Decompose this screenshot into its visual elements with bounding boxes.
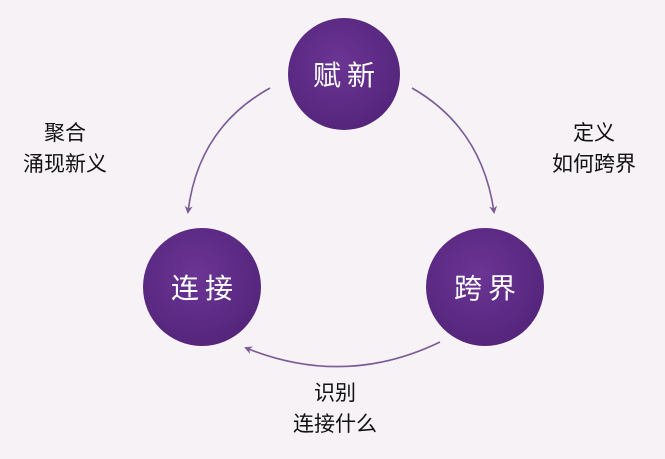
- label-aggregate-line-2: 涌现新义: [23, 152, 107, 176]
- arrow-top-to-right: [411, 87, 498, 214]
- label-define-line-1: 定义: [573, 121, 615, 145]
- label-define: 定义 如何跨界: [538, 118, 650, 180]
- label-aggregate-line-1: 聚合: [44, 121, 86, 145]
- node-fu-xin: 赋新: [288, 18, 400, 130]
- node-lian-jie: 连接: [143, 228, 261, 346]
- node-kua-jie: 跨界: [426, 228, 544, 346]
- label-identify-line-1: 识别: [314, 381, 356, 405]
- node-fu-xin-label: 赋新: [312, 59, 381, 92]
- label-define-line-2: 如何跨界: [552, 152, 636, 176]
- node-kua-jie-label: 跨界: [453, 272, 522, 305]
- arrow-right-to-left: [244, 341, 441, 368]
- label-identify: 识别 连接什么: [270, 378, 400, 440]
- node-lian-jie-label: 连接: [170, 272, 239, 305]
- label-identify-line-2: 连接什么: [293, 412, 377, 436]
- arrow-top-to-left: [184, 87, 271, 214]
- label-aggregate: 聚合 涌现新义: [10, 118, 120, 180]
